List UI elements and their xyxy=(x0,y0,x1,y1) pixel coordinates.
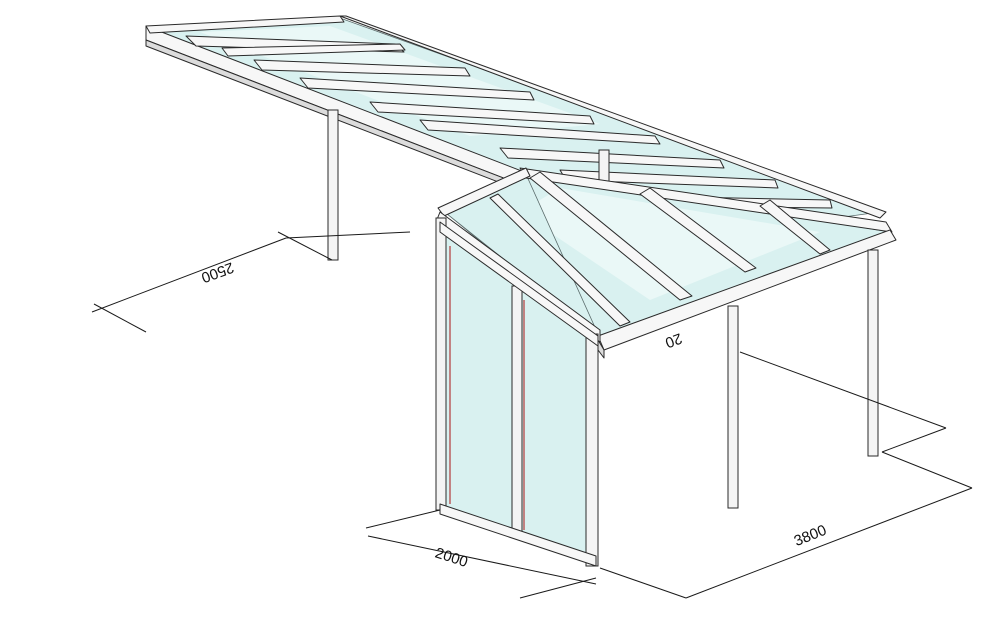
dimension-depth: 2500 xyxy=(91,231,411,333)
length-dimension-label: 3800 xyxy=(792,522,829,550)
dimension-length: 3800 xyxy=(599,351,973,599)
post-front-middle xyxy=(727,305,739,509)
depth-dimension-label: 2500 xyxy=(199,259,236,286)
post-front-right xyxy=(867,249,879,457)
post-back-left xyxy=(327,109,339,261)
partial-dimension-label: 20 xyxy=(663,329,684,351)
width-dimension-label: 2000 xyxy=(433,544,470,570)
gable-roof xyxy=(435,167,897,359)
glass-side-wall xyxy=(435,217,599,567)
